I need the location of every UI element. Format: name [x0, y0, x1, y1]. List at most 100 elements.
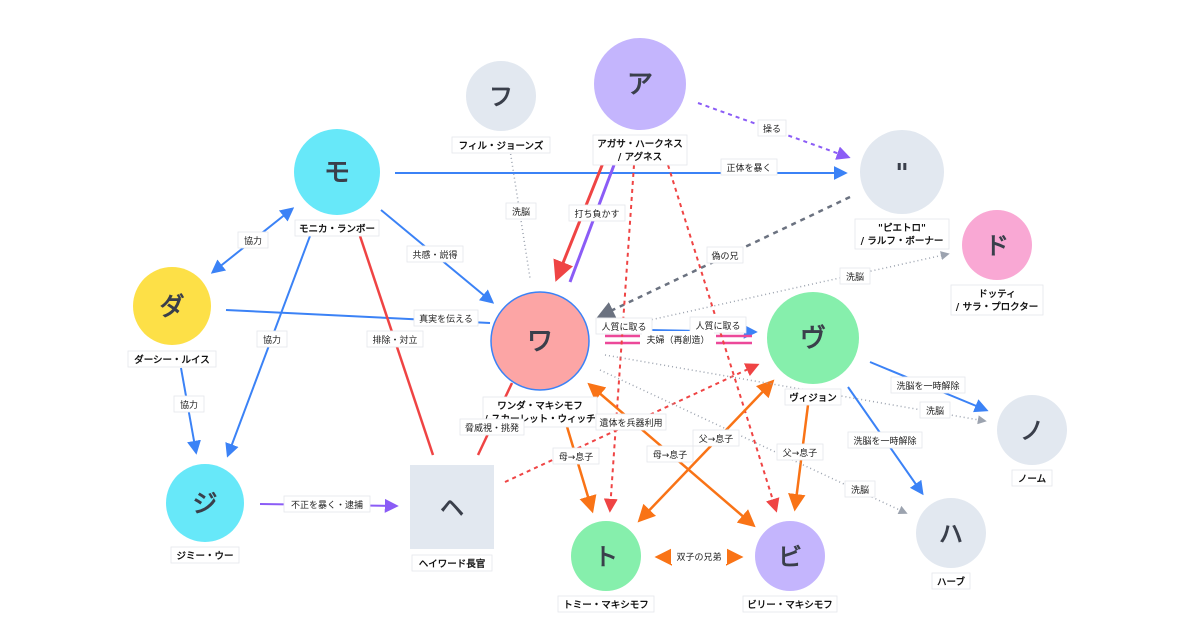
edge-label-mother-1: 母→息子: [552, 447, 600, 465]
node-herb[interactable]: ハ ハーブ: [916, 498, 986, 590]
node-phil-label-bg: [451, 136, 551, 154]
edge-label-hostage-1: 人質に取る: [595, 317, 653, 335]
svg-text:打ち負かす: 打ち負かす: [574, 208, 619, 220]
node-phil-circle: [466, 61, 536, 131]
edge-label-twins: 双子の兄弟: [671, 548, 727, 564]
edge-wanda-norm: [604, 354, 987, 425]
edge-label-hostage-2: 人質に取る: [689, 316, 747, 334]
node-pietro-circle: [860, 130, 944, 214]
node-vision-glyph: ヴ: [800, 323, 826, 354]
svg-text:父→息子: 父→息子: [783, 447, 818, 459]
node-agatha-label-bg: [592, 134, 688, 166]
node-vision-circle: [767, 292, 859, 384]
svg-text:不正を暴く・逮捕: 不正を暴く・逮捕: [291, 499, 363, 511]
node-darcy[interactable]: ダ ダーシー・ルイス: [127, 267, 217, 368]
node-pietro-label-2: / ラルフ・ボーナー: [861, 235, 944, 247]
edge-label-coop-3: 協力: [173, 395, 205, 413]
node-jimmy[interactable]: ジ ジミー・ウー: [166, 464, 244, 564]
node-agatha[interactable]: ア アガサ・ハークネス / アグネス: [592, 38, 688, 166]
svg-text:洗脳: 洗脳: [512, 206, 530, 218]
edge-label-norm-brainwash: 洗脳: [919, 401, 951, 419]
node-monica-label: モニカ・ランボー: [299, 223, 375, 235]
node-wanda[interactable]: ワ ワンダ・マキシモフ / スカーレット・ウィッチ: [482, 291, 598, 428]
node-darcy-circle: [133, 267, 211, 345]
edge-wanda-tommy: [563, 419, 597, 514]
node-wanda-glyph: ワ: [527, 327, 553, 357]
svg-text:母→息子: 母→息子: [559, 451, 594, 463]
node-herb-label: ハーブ: [937, 576, 965, 588]
node-phil-glyph: フ: [489, 83, 513, 111]
node-dottie-label-1: ドッティ: [978, 289, 1015, 300]
node-tommy-glyph: ト: [594, 543, 618, 571]
edge-label-fake-brother: 偽の兄: [706, 246, 744, 264]
edge-label-coop-2: 協力: [256, 330, 288, 348]
node-tommy-label: トミー・マキシモフ: [563, 600, 649, 611]
edge-label-persuade: 共感・説得: [406, 245, 464, 263]
node-monica-label-bg: [294, 219, 380, 237]
node-vision[interactable]: ヴ ヴィジョン: [767, 292, 859, 406]
svg-text:遺体を兵器利用: 遺体を兵器利用: [599, 417, 662, 429]
edge-label-marriage: 夫婦（再創造）: [642, 331, 714, 347]
svg-text:双子の兄弟: 双子の兄弟: [676, 551, 721, 563]
edge-label-threat: 脅威視・挑発: [459, 418, 525, 436]
node-jimmy-label-bg: [170, 546, 240, 564]
svg-text:夫婦（再創造）: 夫婦（再創造）: [646, 334, 709, 346]
svg-text:正体を暴く: 正体を暴く: [726, 162, 771, 174]
node-tommy-label-bg: [557, 595, 655, 613]
edge-label-expose: 正体を暴く: [720, 158, 778, 176]
edge-label-defeat: 打ち負かす: [568, 204, 626, 222]
node-hayward[interactable]: ヘ ヘイワード長官: [410, 465, 494, 572]
svg-text:父→息子: 父→息子: [699, 433, 734, 445]
node-dottie-glyph: ド: [985, 232, 1009, 260]
node-hayward-label-bg: [411, 554, 493, 572]
node-dottie[interactable]: ド ドッティ / サラ・プロクター: [950, 210, 1044, 316]
svg-text:排除・対立: 排除・対立: [372, 334, 417, 346]
node-agatha-label-1: アガサ・ハークネス: [597, 138, 683, 150]
node-wanda-circle: [490, 291, 590, 391]
edge-vision-tommy: [637, 379, 775, 523]
edge-label-mother-2: 母→息子: [646, 445, 694, 463]
node-jimmy-circle: [166, 464, 244, 542]
node-tommy[interactable]: ト トミー・マキシモフ: [557, 521, 655, 613]
node-norm[interactable]: ノ ノーム: [997, 395, 1067, 487]
svg-text:偽の兄: 偽の兄: [711, 250, 738, 262]
edge-label-weaponize: 遺体を兵器利用: [595, 413, 667, 431]
node-monica[interactable]: モ モニカ・ランボー: [294, 129, 380, 237]
node-norm-circle: [997, 395, 1067, 465]
node-darcy-label: ダーシー・ルイス: [134, 354, 210, 366]
svg-text:協力: 協力: [244, 235, 262, 247]
node-hayward-label: ヘイワード長官: [419, 558, 486, 570]
edge-label-release-2: 洗脳を一時解除: [847, 431, 923, 449]
svg-text:洗脳を一時解除: 洗脳を一時解除: [896, 380, 959, 392]
edge-label-release-1: 洗脳を一時解除: [890, 376, 966, 394]
node-phil[interactable]: フ フィル・ジョーンズ: [451, 61, 551, 154]
node-darcy-label-bg: [127, 350, 217, 368]
node-pietro[interactable]: " "ピエトロ" / ラルフ・ボーナー: [854, 130, 950, 250]
node-agatha-label-2: / アグネス: [618, 151, 662, 163]
edge-label-coop-1: 協力: [237, 231, 269, 249]
node-monica-glyph: モ: [324, 158, 350, 188]
node-billy[interactable]: ビ ビリー・マキシモフ: [742, 521, 838, 613]
svg-text:人質に取る: 人質に取る: [695, 320, 740, 332]
node-dottie-label-bg: [950, 284, 1044, 316]
edge-agatha-pietro: [697, 102, 851, 160]
svg-text:共感・説得: 共感・説得: [412, 249, 457, 261]
svg-text:洗脳: 洗脳: [851, 484, 869, 496]
node-herb-circle: [916, 498, 986, 568]
svg-text:洗脳: 洗脳: [846, 271, 864, 283]
node-pietro-label-1: "ピエトロ": [878, 222, 926, 234]
svg-text:操る: 操る: [763, 123, 781, 135]
svg-text:洗脳: 洗脳: [926, 405, 944, 417]
svg-text:母→息子: 母→息子: [653, 449, 688, 461]
node-billy-glyph: ビ: [778, 543, 802, 571]
edge-wanda-herb: [599, 369, 908, 515]
edge-label-manipulate: 操る: [757, 119, 787, 137]
edge-label-exclude: 排除・対立: [366, 330, 424, 348]
svg-text:脅威視・挑発: 脅威視・挑発: [465, 422, 519, 434]
svg-text:協力: 協力: [180, 399, 198, 411]
node-dottie-circle: [962, 210, 1032, 280]
edge-pietro-wanda: [596, 195, 851, 318]
node-agatha-glyph: ア: [627, 70, 653, 100]
node-herb-glyph: ハ: [939, 520, 963, 548]
